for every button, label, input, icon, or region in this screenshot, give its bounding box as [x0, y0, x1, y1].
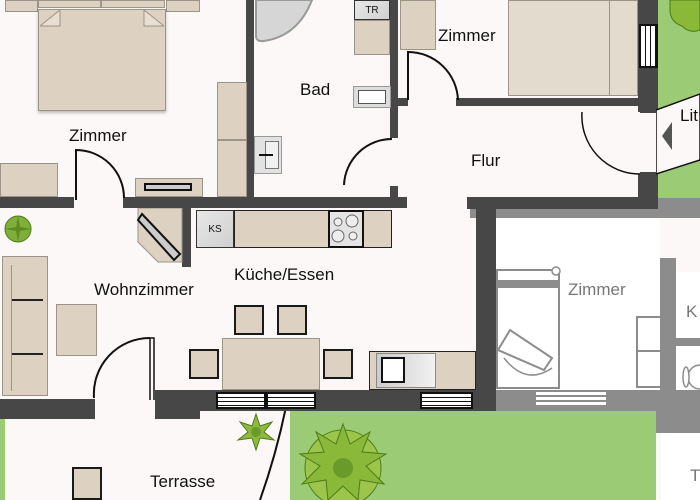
window-dining-a	[216, 392, 266, 409]
wall-bottom-mid	[155, 390, 200, 419]
wall-bad-right-upper	[390, 0, 398, 138]
window-kitchen	[420, 392, 473, 409]
cabinet-top-right	[400, 0, 436, 50]
coffee-table	[56, 304, 97, 356]
wall-zimmer-bottom-right	[123, 197, 407, 208]
lawn-left-strip	[0, 418, 6, 500]
bed-top-right	[508, 0, 638, 96]
neighbor-wall-mid	[676, 338, 700, 346]
dining-chair-top-left	[234, 305, 264, 335]
room-label-lift: Lit	[680, 106, 698, 125]
room-label-flur: Flur	[471, 151, 501, 170]
neighbor-k-room	[676, 272, 700, 338]
room-label-zimmer-left: Zimmer	[69, 126, 127, 145]
kitchen-sink	[376, 353, 436, 388]
door-bad	[343, 137, 393, 186]
bad-shower-sink	[254, 136, 282, 174]
wall-kitchen-right	[476, 205, 496, 411]
wall-bottom-left	[0, 399, 95, 419]
dining-chair-right	[323, 349, 353, 379]
neighbor-wardrobe	[636, 316, 662, 388]
bad-sink	[353, 86, 391, 108]
wall-right-outer-lower	[638, 172, 658, 202]
neighbor-wall-lower-right	[656, 400, 700, 433]
kitchen-counter	[234, 210, 392, 248]
fridge-label: KS	[208, 223, 222, 235]
door-zimmer-right	[407, 50, 459, 101]
room-label-bad: Bad	[300, 80, 331, 99]
neighbor-terrace	[661, 433, 700, 500]
entrance-door	[581, 111, 641, 175]
wall-bad-stub	[398, 98, 408, 106]
neighbor-window	[536, 392, 606, 406]
desk-zimmer	[0, 163, 58, 197]
room-label-neighbor-zimmer: Zimmer	[568, 280, 626, 299]
room-label-kueche: Küche/Essen	[234, 265, 335, 284]
nightstand-right	[166, 0, 200, 12]
room-label-terrasse: Terrasse	[150, 472, 216, 491]
radiator-cabinet	[135, 178, 203, 197]
window-dining-b	[266, 392, 316, 409]
wall-flur-bottom	[467, 197, 658, 209]
plant-wohnzimmer	[4, 215, 32, 243]
washer-cabinet	[354, 20, 390, 55]
tree-garden	[298, 422, 388, 500]
dining-table	[222, 338, 320, 390]
pillow-left	[38, 0, 101, 8]
window-right-top	[639, 24, 658, 68]
room-label-neighbor-terrace: T	[690, 466, 700, 485]
room-label-wohnzimmer: Wohnzimmer	[94, 280, 194, 299]
sofa	[2, 256, 48, 396]
fridge-appliance: KS	[196, 210, 234, 248]
wall-bad-right-lower	[390, 186, 398, 206]
tree-top-right	[669, 0, 700, 32]
room-label-zimmer-right: Zimmer	[438, 26, 496, 45]
neighbor-wall-right	[660, 258, 676, 408]
pillow-right	[101, 0, 165, 8]
neighbor-bed	[496, 266, 561, 389]
terrace-chair	[72, 467, 102, 500]
stove	[328, 210, 364, 248]
dining-chair-top-right	[277, 305, 307, 335]
bathtub	[255, 0, 314, 43]
wall-zimmer-bottom-left	[0, 197, 74, 208]
neighbor-toilet	[682, 364, 700, 390]
dining-chair-left	[189, 349, 219, 379]
plant-terrace	[236, 412, 276, 452]
nightstand-left	[5, 0, 38, 12]
wardrobe-zimmer-b	[217, 140, 247, 197]
room-label-neighbor-k: K	[686, 302, 698, 321]
door-wohnzimmer	[92, 336, 155, 400]
wall-bad-left	[246, 0, 254, 208]
wardrobe-zimmer-a	[217, 82, 247, 140]
dryer-appliance: TR	[354, 0, 390, 20]
wall-kitchen-divider	[182, 205, 191, 267]
wall-zimmer-right-bottom-a	[456, 98, 639, 106]
tv-cabinet	[136, 208, 183, 263]
lift-corridor	[656, 93, 700, 175]
bed-covers	[40, 10, 164, 27]
dryer-label: TR	[365, 4, 379, 16]
door-zimmer	[75, 148, 125, 200]
